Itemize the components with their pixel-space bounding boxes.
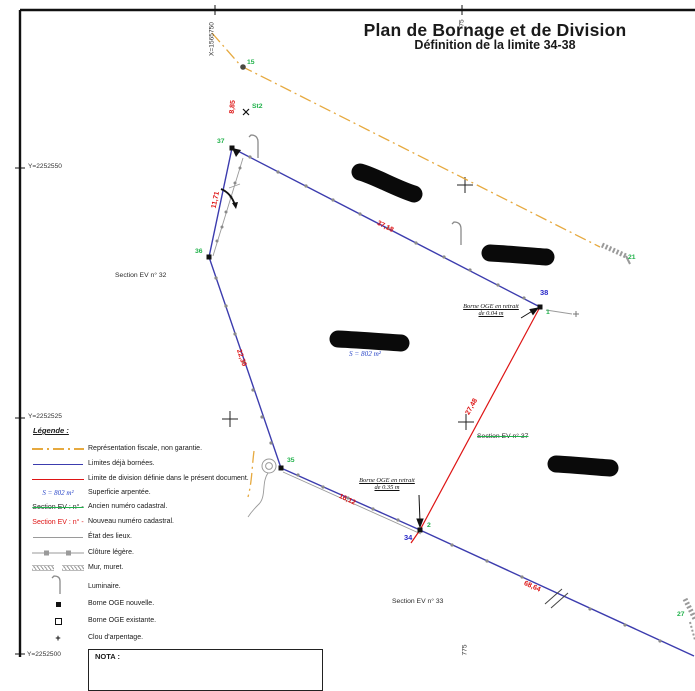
nota-label: NOTA : <box>95 652 120 661</box>
area-surveyed-label: S = 802 m² <box>349 350 381 358</box>
survey-plan-canvas: Plan de Bornage et de Division Définitio… <box>15 5 695 691</box>
clou-right-marker <box>573 311 579 317</box>
coord-y-2252525: Y=2252525 <box>28 413 62 420</box>
borne-markers <box>206 145 543 533</box>
coord-x-775: 775 <box>461 644 469 656</box>
borne-exist-icon <box>30 615 86 627</box>
borne-note-004-line1: Borne OGE en retrait <box>463 303 519 310</box>
coord-x-1565750: X=1565750 <box>208 22 216 56</box>
borne-note-004: Borne OGE en retrait de 0.04 m <box>447 303 535 317</box>
line-break-icon <box>544 588 569 609</box>
map-frame <box>18 8 695 657</box>
wall-hatch-icon <box>600 242 695 641</box>
division-limit-line <box>410 306 541 544</box>
cloture-dots <box>214 155 662 643</box>
coord-x-75: 75 <box>458 19 466 27</box>
page-title: Plan de Bornage et de Division <box>363 20 627 40</box>
point-label-35: 35 <box>287 457 295 464</box>
fiscal-line-icon <box>30 443 86 455</box>
borne-new-icon <box>30 598 86 610</box>
point-label-15: 15 <box>247 59 255 66</box>
clou-st2-marker <box>242 108 250 116</box>
old-cadastre-sample: Section EV : n° - <box>32 503 84 511</box>
manhole-circle-icon <box>261 458 277 474</box>
point-label-34: 34 <box>404 533 413 542</box>
bounded-line-icon <box>30 458 86 470</box>
legend-title: Légende : <box>33 426 69 435</box>
etat-line-icon <box>30 531 86 543</box>
mur-line-icon <box>30 562 86 574</box>
page-subtitle: Définition de la limite 34-38 <box>414 38 576 53</box>
clou-icon: + <box>55 632 61 643</box>
fiscal-representation-line <box>211 32 601 498</box>
coord-y-2252500: Y=2252500 <box>27 651 61 658</box>
bounded-limit-lines <box>208 147 695 657</box>
etat-des-lieux-lines <box>212 157 573 535</box>
borne-note-035-line2: de 0.35 m <box>374 483 400 491</box>
point-label-21: 21 <box>628 254 636 261</box>
point-label-38: 38 <box>540 288 549 297</box>
point-label-2: 2 <box>427 522 431 529</box>
new-cadastre-sample: Section EV : n° - <box>32 518 84 526</box>
borne-note-004-line2: de 0.04 m <box>478 309 504 317</box>
plan-drawing <box>15 5 695 657</box>
point-label-36: 36 <box>195 248 203 255</box>
section-ev-32: Section EV n° 32 <box>115 272 167 279</box>
division-line-icon <box>30 473 86 485</box>
grid-cross-icon <box>222 177 474 430</box>
section-ev-37-old: Section EV n° 37 <box>477 433 529 440</box>
luminaire-icon <box>248 134 462 245</box>
point-label-st2: St2 <box>252 103 263 110</box>
coord-y-2252550: Y=2252550 <box>28 163 62 170</box>
point-label-27: 27 <box>677 611 685 618</box>
redaction-blobs <box>329 163 619 477</box>
section-ev-33: Section EV n° 33 <box>392 598 444 605</box>
borne-note-035-line1: Borne OGE en retrait <box>359 477 415 484</box>
curved-arrow-icon <box>220 188 238 209</box>
area-sample-text: S = 802 m² <box>42 489 74 497</box>
measure-8-85: 8,85 <box>228 99 237 115</box>
nota-box: NOTA : <box>88 649 323 691</box>
frame-ticks <box>15 5 463 655</box>
leader-arrows <box>416 307 540 529</box>
cloture-line-icon <box>30 547 86 559</box>
point-15-marker <box>240 64 246 70</box>
point-label-1: 1 <box>546 309 550 316</box>
luminaire-icon <box>30 575 86 595</box>
point-label-37: 37 <box>217 138 225 145</box>
borne-note-035: Borne OGE en retrait de 0.35 m <box>341 477 433 491</box>
